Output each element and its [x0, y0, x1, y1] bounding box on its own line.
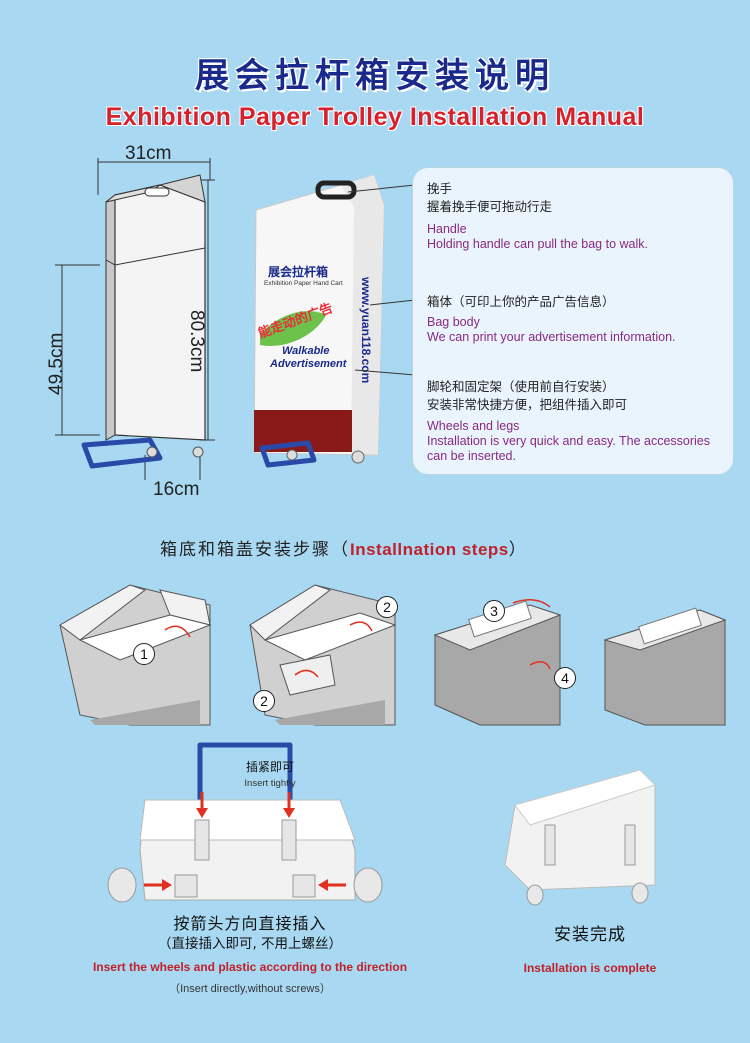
dimension-diagram	[55, 158, 215, 480]
step-number-2b: 2	[253, 690, 275, 712]
part-wheels-title-en: Wheels and legs	[427, 419, 520, 433]
step-final-box	[603, 607, 727, 726]
product-illustration: 展会拉杆箱 Exhibition Paper Hand Cart 能走动的广告 …	[246, 165, 391, 470]
insert-tightly-cn: 插紧即可	[245, 760, 294, 774]
steps-title: 箱底和箱盖安装步骤（Installnation steps）	[160, 535, 528, 560]
trolley-shape	[253, 174, 385, 468]
part-handle-desc-cn: 握着挽手便可拖动行走	[427, 199, 553, 214]
caption-left-cn2: （直接插入即可, 不用上螺丝）	[157, 936, 343, 952]
product-brand-cn: 展会拉杆箱	[268, 265, 329, 279]
dimension-height-body: 49.5cm	[46, 332, 67, 395]
caption-right-en: Installation is complete	[523, 961, 657, 975]
caption-left-en: Insert the wheels and plastic according …	[92, 960, 408, 974]
step-number-3: 3	[483, 600, 505, 622]
leader-lines	[347, 184, 416, 376]
product-slogan-en-1: Walkable	[282, 345, 330, 357]
part-handle-title-cn: 挽手	[427, 181, 453, 196]
parts-info-box: 挽手 握着挽手便可拖动行走 Handle Holding handle can …	[412, 167, 734, 475]
part-body: 箱体（可印上你的产品广告信息） Bag body We can print yo…	[427, 293, 727, 345]
finished-trolley-illustration	[504, 769, 656, 906]
step-3-box	[433, 599, 562, 726]
part-wheels: 脚轮和固定架（使用前自行安装） 安装非常快捷方便，把组件插入即可 Wheels …	[427, 378, 727, 464]
steps-title-close: ）	[508, 540, 528, 560]
step-number-1: 1	[133, 643, 155, 665]
part-wheels-desc-en: Installation is very quick and easy. The…	[427, 434, 711, 463]
part-body-desc-en: We can print your advertisement informat…	[427, 330, 676, 344]
part-wheels-title-cn: 脚轮和固定架（使用前自行安装）	[427, 379, 615, 394]
page-title-en: Exhibition Paper Trolley Installation Ma…	[105, 103, 645, 131]
insert-tightly-en: Insert tightly	[244, 778, 296, 789]
product-slogan-en-2: Advertisement	[270, 358, 347, 370]
dimension-width: 31cm	[125, 143, 172, 164]
wheel-install-illustration	[107, 742, 383, 903]
caption-left-en2: （Insert directly,without screws）	[169, 983, 331, 995]
page-title-cn: 展会拉杆箱安装说明	[195, 56, 555, 96]
caption-right-cn: 安装完成	[554, 925, 626, 945]
product-brand-en: Exhibition Paper Hand Cart	[264, 280, 343, 287]
handle-icon	[315, 180, 357, 200]
step-number-2a: 2	[376, 596, 398, 618]
steps-title-cn: 箱底和箱盖安装步骤（	[160, 540, 350, 560]
dimension-height-total: 80.3cm	[186, 310, 207, 373]
steps-title-en: Installnation steps	[350, 540, 509, 559]
part-handle-desc-en: Holding handle can pull the bag to walk.	[427, 237, 648, 251]
step-2-box	[249, 584, 397, 726]
step-number-4: 4	[554, 667, 576, 689]
caption-left-cn: 按箭头方向直接插入	[173, 914, 327, 933]
part-handle: 挽手 握着挽手便可拖动行走 Handle Holding handle can …	[427, 180, 727, 252]
part-handle-title-en: Handle	[427, 222, 467, 236]
part-body-title-en: Bag body	[427, 315, 480, 329]
part-wheels-desc-cn: 安装非常快捷方便，把组件插入即可	[427, 397, 628, 412]
dimension-depth: 16cm	[153, 479, 200, 500]
part-body-title-cn: 箱体（可印上你的产品广告信息）	[427, 294, 615, 309]
